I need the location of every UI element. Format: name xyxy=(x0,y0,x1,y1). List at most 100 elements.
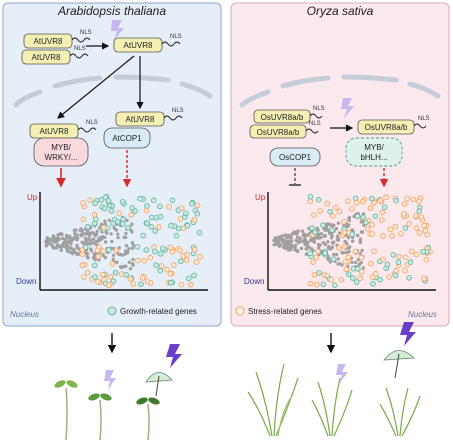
growth-gene-dot xyxy=(91,262,98,269)
stress-gene-dot xyxy=(109,260,116,267)
gray-gene-dot xyxy=(84,241,88,246)
stress-gene-dot xyxy=(164,266,170,273)
os-cop1-label: OsCOP1 xyxy=(279,153,312,162)
gray-gene-dot xyxy=(111,253,116,257)
gray-gene-dot xyxy=(290,239,294,244)
growth-gene-dot xyxy=(354,213,361,220)
stress-gene-dot xyxy=(113,247,120,254)
stress-gene-dot xyxy=(410,196,417,203)
stress-gene-dot xyxy=(84,269,91,276)
gray-gene-dot xyxy=(86,256,90,260)
left-up-label: Up xyxy=(27,193,38,202)
nls-tail-5 xyxy=(163,115,183,121)
gray-gene-dot xyxy=(295,231,299,236)
growth-gene-dot xyxy=(92,274,98,280)
gray-gene-dot xyxy=(323,242,328,247)
gray-gene-dot xyxy=(122,235,126,240)
gray-gene-dot xyxy=(59,232,63,236)
at-cop1-box xyxy=(103,127,151,149)
gray-gene-dot xyxy=(317,246,321,250)
stress-gene-dot xyxy=(191,246,198,253)
stress-gene-dot xyxy=(377,198,384,204)
os-cop1-box xyxy=(269,147,321,167)
gray-gene-dot xyxy=(328,260,332,264)
growth-gene-dot xyxy=(160,245,166,252)
growth-gene-dot xyxy=(114,218,121,225)
stress-gene-dot xyxy=(116,210,123,217)
rice-plant-uvb-icon xyxy=(311,364,353,437)
gray-gene-dot xyxy=(314,235,318,240)
gray-gene-dot xyxy=(73,231,77,236)
nls-label-3: NLS xyxy=(170,34,182,40)
stress-gene-dot xyxy=(402,267,408,274)
stress-gene-dot xyxy=(369,231,376,237)
gray-gene-dot xyxy=(280,234,284,239)
gray-gene-dot xyxy=(116,235,120,240)
growth-gene-dot xyxy=(102,194,109,201)
stress-gene-dot xyxy=(194,202,201,209)
os-uvr8-dimer-top-label: OsUVR8a/b xyxy=(261,113,304,122)
growth-gene-dot xyxy=(102,205,108,212)
stress-gene-dot xyxy=(187,281,194,288)
gray-gene-dot xyxy=(78,228,82,233)
gray-gene-dot xyxy=(343,239,347,244)
growth-gene-dot xyxy=(363,219,369,226)
gray-gene-dot xyxy=(319,232,324,236)
gray-gene-dot xyxy=(351,239,355,243)
stress-gene-dot xyxy=(147,280,154,286)
at-tf-label-2: WRKY/... xyxy=(45,153,78,162)
stress-gene-dot xyxy=(424,231,431,238)
stress-gene-dot xyxy=(423,256,430,263)
stress-gene-dot xyxy=(95,253,101,260)
gray-gene-dot xyxy=(79,233,83,237)
gray-gene-dot xyxy=(291,231,295,235)
gray-gene-dot xyxy=(350,260,354,265)
nls-label-2: NLS xyxy=(74,46,86,52)
gray-gene-dot xyxy=(127,260,132,264)
growth-gene-dot xyxy=(106,247,112,253)
stress-gene-dot xyxy=(341,219,347,225)
stress-gene-dot xyxy=(324,200,331,207)
growth-gene-dot xyxy=(185,275,192,282)
gray-gene-dot xyxy=(52,240,56,244)
growth-gene-dot xyxy=(120,199,126,205)
gray-gene-dot xyxy=(296,229,300,233)
growth-gene-dot xyxy=(184,223,191,229)
stress-gene-dot xyxy=(386,274,392,280)
gray-gene-dot xyxy=(91,241,96,245)
gray-gene-dot xyxy=(110,239,114,244)
gray-gene-dot xyxy=(74,228,78,232)
lightning-icon xyxy=(111,20,124,40)
gray-gene-dot xyxy=(344,250,349,255)
gray-gene-dot xyxy=(89,249,94,253)
gray-gene-dot xyxy=(124,244,129,248)
growth-gene-dot xyxy=(368,195,375,202)
gray-gene-dot xyxy=(123,249,128,253)
gray-gene-dot xyxy=(303,232,307,236)
gray-gene-dot xyxy=(326,240,330,244)
stress-gene-dot xyxy=(345,254,352,261)
nls-label-8: NLS xyxy=(418,116,430,122)
gray-gene-dot xyxy=(103,255,108,260)
right-scatter-dots xyxy=(272,193,433,289)
gray-gene-dot xyxy=(65,244,70,249)
growth-gene-dot xyxy=(112,269,119,276)
gray-gene-dot xyxy=(330,245,335,249)
stress-gene-dot xyxy=(329,213,336,219)
stress-gene-dot xyxy=(106,282,112,289)
growth-gene-dot xyxy=(345,271,352,278)
growth-gene-dot xyxy=(120,221,126,227)
gray-gene-dot xyxy=(336,221,341,225)
growth-gene-dot xyxy=(151,197,157,204)
gray-gene-dot xyxy=(290,244,295,248)
gray-gene-dot xyxy=(107,218,112,222)
gray-gene-dot xyxy=(327,245,331,249)
growth-legend-swatch xyxy=(107,306,117,316)
arabidopsis-title: Arabidopsis thaliana xyxy=(57,4,166,18)
gray-gene-dot xyxy=(124,231,128,236)
stress-gene-dot xyxy=(359,198,366,205)
at-tf-box xyxy=(33,137,89,167)
gray-gene-dot xyxy=(322,234,326,238)
gray-gene-dot xyxy=(75,245,79,249)
